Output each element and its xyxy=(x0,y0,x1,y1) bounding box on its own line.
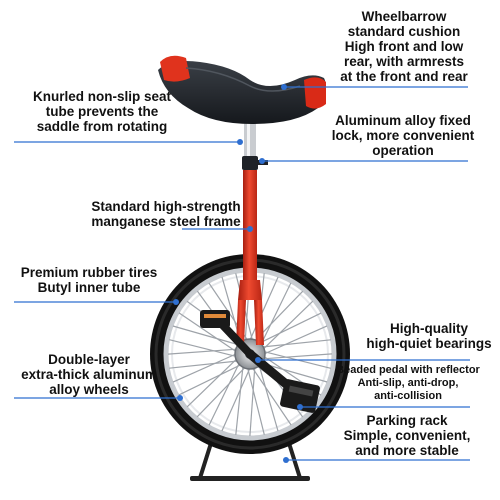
spoke xyxy=(263,353,333,360)
spoke xyxy=(251,367,292,426)
spoke xyxy=(247,367,265,435)
spoke xyxy=(249,367,256,437)
spoke xyxy=(263,325,328,355)
spoke xyxy=(262,339,331,348)
leader-lines xyxy=(14,86,470,461)
spoke xyxy=(167,348,237,355)
spoke xyxy=(262,300,314,350)
callout-fixed-lock: Aluminum alloy fixed lock, more convenie… xyxy=(331,113,475,158)
spoke xyxy=(258,312,322,344)
spoke xyxy=(169,360,238,369)
spoke xyxy=(172,353,237,383)
callout-seat-tube: Knurled non-slip seat tube prevents the … xyxy=(32,89,171,134)
spoke xyxy=(196,366,246,418)
spoke xyxy=(169,339,237,357)
pedals xyxy=(200,310,320,413)
callout-bearings: High-quality high-quiet bearings xyxy=(366,321,492,351)
spoke xyxy=(208,362,240,426)
spoke xyxy=(235,366,244,435)
leader-dots xyxy=(173,84,303,463)
callout-tires: Premium rubber tires Butyl inner tube xyxy=(20,265,158,295)
callout-pedal: Beaded pedal with reflector Anti-slip, a… xyxy=(336,364,480,402)
spoke xyxy=(172,325,240,346)
spoke xyxy=(260,362,328,383)
callout-frame: Standard high-strength manganese steel f… xyxy=(91,199,241,229)
spoke xyxy=(178,364,242,396)
spoke xyxy=(178,312,237,353)
saddle xyxy=(158,55,326,124)
callout-wheels: Double-layer extra-thick aluminum alloy … xyxy=(21,352,157,397)
spoke xyxy=(258,364,279,432)
spoke xyxy=(249,276,279,341)
frame xyxy=(236,118,268,345)
callout-rack: Parking rack Simple, convenient, and mor… xyxy=(343,413,471,458)
callout-cushion: Wheelbarrow standard cushion High front … xyxy=(340,9,468,84)
spoke xyxy=(186,358,238,408)
spoke xyxy=(221,367,251,432)
spoke xyxy=(260,282,292,346)
